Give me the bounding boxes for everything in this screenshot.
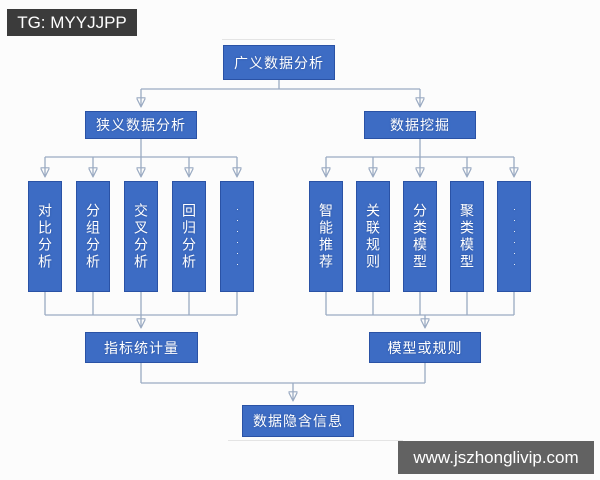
node-label: 指标统计量 [104, 339, 179, 356]
node-narrow-data-analysis: 狭义数据分析 [85, 111, 197, 139]
node-classification-model: 分类模型 [403, 181, 437, 292]
node-grouping-analysis: 分组分析 [76, 181, 110, 292]
connector-right-collector [325, 292, 515, 327]
node-label: 关联规则 [365, 202, 381, 271]
node-cross-analysis: 交叉分析 [124, 181, 158, 292]
node-label: 回归分析 [181, 202, 197, 271]
artifact-line-bottom [228, 440, 403, 441]
node-broad-data-analysis: 广义数据分析 [223, 45, 335, 80]
connector-right-distributor [326, 139, 514, 176]
node-label: 模型或规则 [387, 339, 463, 356]
node-label: 数据挖掘 [390, 117, 450, 133]
ellipsis-label: ······ [509, 203, 520, 270]
node-label: 数据隐含信息 [253, 413, 343, 429]
watermark-top-left: TG: MYYJJPP [7, 9, 137, 36]
node-regression-analysis: 回归分析 [172, 181, 206, 292]
node-label: 分组分析 [85, 202, 101, 271]
node-data-mining: 数据挖掘 [364, 111, 476, 139]
node-label: 对比分析 [37, 202, 53, 271]
node-indicator-statistics: 指标统计量 [85, 332, 198, 363]
node-smart-recommendation: 智能推荐 [309, 181, 343, 292]
node-label: 智能推荐 [318, 202, 334, 271]
node-ellipsis-left: ······ [220, 181, 254, 292]
node-hidden-information: 数据隐含信息 [242, 405, 354, 437]
node-label: 聚类模型 [459, 202, 475, 271]
connector-left-distributor [45, 139, 237, 176]
connector-root-to-branches [141, 80, 420, 106]
node-label: 广义数据分析 [234, 54, 324, 71]
node-label: 狭义数据分析 [96, 117, 186, 133]
node-model-or-rules: 模型或规则 [369, 332, 481, 363]
artifact-line-top [222, 39, 335, 40]
watermark-bottom-right: www.jszhonglivip.com [398, 441, 594, 474]
node-clustering-model: 聚类模型 [450, 181, 484, 292]
node-label: 交叉分析 [133, 202, 149, 271]
node-association-rules: 关联规则 [356, 181, 390, 292]
ellipsis-label: ······ [232, 203, 243, 270]
connector-results-to-final [140, 363, 426, 400]
node-label: 分类模型 [412, 202, 428, 271]
connector-left-collector [44, 292, 238, 327]
node-comparative-analysis: 对比分析 [28, 181, 62, 292]
node-ellipsis-right: ······ [497, 181, 531, 292]
